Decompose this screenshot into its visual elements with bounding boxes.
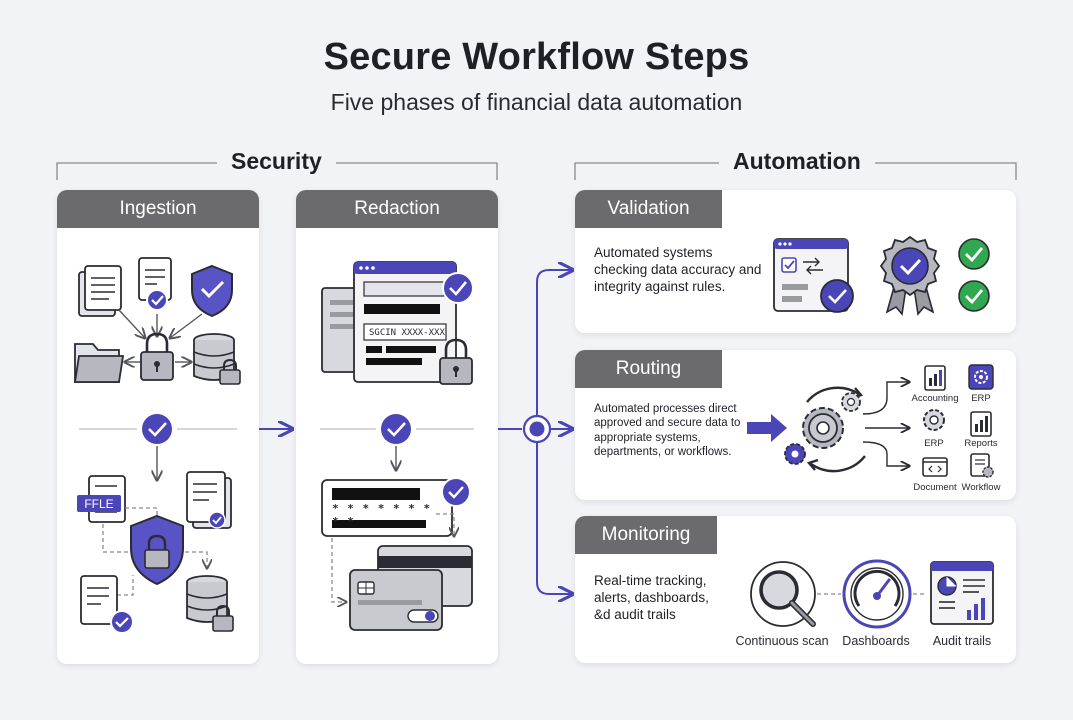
route-target-label: ERP xyxy=(924,438,944,449)
monitoring-illustration xyxy=(750,559,994,629)
verified-document-icon xyxy=(138,257,172,311)
check-badge-icon xyxy=(820,279,854,313)
routing-illustration xyxy=(747,364,994,478)
workflow-icon xyxy=(970,453,994,478)
locked-database-icon xyxy=(186,575,234,632)
monitor-item-label: Dashboards xyxy=(842,634,910,648)
document-icon xyxy=(922,457,948,477)
audit-report-icon xyxy=(930,561,994,625)
credit-card-icon xyxy=(349,545,473,631)
file-badge-icon xyxy=(77,475,126,523)
validation-illustration xyxy=(773,235,990,316)
document-stack-icon xyxy=(78,265,122,317)
ingestion-title: Ingestion xyxy=(57,190,259,228)
folder-icon xyxy=(73,343,125,383)
background-document-icon xyxy=(321,287,363,373)
automation-group-label: Automation xyxy=(719,148,875,175)
page-title: Secure Workflow Steps xyxy=(323,36,750,78)
checkpoint-icon xyxy=(142,414,172,444)
approved-document-icon xyxy=(186,471,232,529)
padlock-icon xyxy=(140,332,174,381)
ingestion-illustration xyxy=(73,257,241,634)
shield-check-icon xyxy=(191,264,233,318)
masked-field-icon xyxy=(321,479,453,537)
monitor-item-label: Audit trails xyxy=(932,634,992,648)
route-target-label: Workflow xyxy=(961,482,1001,493)
validation-description: Automated systems checking data accuracy… xyxy=(594,245,762,294)
input-arrow-icon xyxy=(747,414,787,442)
monitoring-title: Monitoring xyxy=(575,516,717,554)
secure-database-icon xyxy=(193,333,241,385)
redacted-window-icon xyxy=(353,261,457,383)
file-badge-label: FFLE xyxy=(84,497,114,511)
redaction-illustration xyxy=(320,261,474,631)
masked-digits: * * * * * * * * * xyxy=(332,502,432,528)
route-target-label: Accounting xyxy=(911,393,959,404)
monitor-item-label: Continuous scan xyxy=(735,634,829,648)
erp-icon xyxy=(968,364,994,390)
reports-icon xyxy=(970,411,992,437)
gauge-dashboard-icon xyxy=(842,559,912,629)
success-check-icon xyxy=(958,238,990,270)
padlock-icon xyxy=(439,338,473,385)
accounting-icon xyxy=(924,365,946,391)
checklist-window-icon xyxy=(773,238,849,312)
shield-lock-icon xyxy=(130,514,184,586)
award-seal-icon xyxy=(879,235,941,316)
validation-title: Validation xyxy=(575,190,722,228)
gear-icon xyxy=(923,409,945,431)
route-target-label: ERP xyxy=(971,393,991,404)
document-check-icon xyxy=(80,575,134,634)
field-check-icon xyxy=(441,477,471,507)
route-target-label: Reports xyxy=(964,438,998,449)
masked-text: SGCIN XXXX-XXX xyxy=(369,328,445,338)
routing-title: Routing xyxy=(575,350,722,388)
routing-description: Automated processes direct approved and … xyxy=(594,403,741,459)
magnifier-scan-icon xyxy=(750,561,816,627)
gear-cycle-icon xyxy=(784,386,866,473)
route-target-label: Document xyxy=(913,482,957,493)
redaction-title: Redaction xyxy=(296,190,498,228)
page-subtitle: Five phases of financial data automation xyxy=(330,89,743,115)
security-group-label: Security xyxy=(217,148,336,175)
window-check-icon xyxy=(442,272,474,304)
success-check-icon xyxy=(958,280,990,312)
checkpoint-icon xyxy=(381,414,411,444)
monitoring-description: Real-time tracking, alerts, dashboards, … xyxy=(594,573,709,622)
